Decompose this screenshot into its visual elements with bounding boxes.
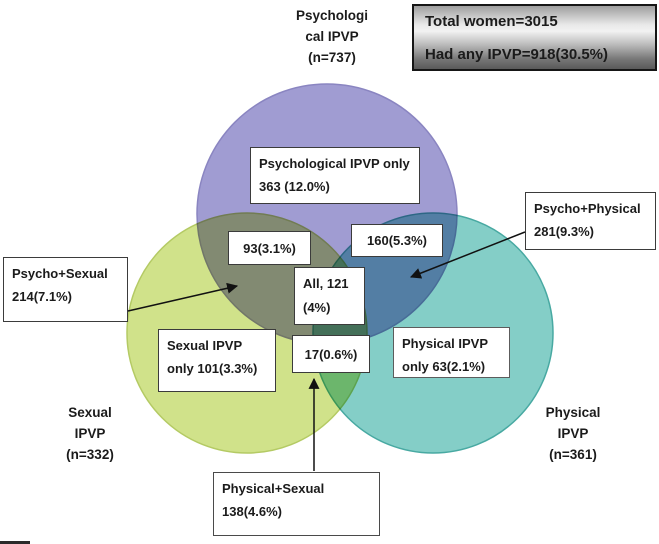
physical-sexual-callout-line1: Physical+Sexual: [222, 481, 325, 496]
sexual-physical-value-box: 17(0.6%): [292, 335, 370, 373]
psychological-set-label-line1: Psychologi: [295, 8, 368, 23]
psych-physical-value: 160(5.3%): [367, 233, 427, 248]
sexual-only-box: Sexual IPVP only 101(3.3%): [158, 329, 276, 392]
physical-set-label-line3: (n=361): [549, 447, 597, 462]
psycho-physical-callout-line1: Psycho+Physical: [534, 201, 641, 216]
summary-total-women: Total women=3015: [425, 13, 558, 30]
sexual-set-label-line1: Sexual: [68, 405, 112, 420]
psychological-set-label-line2: cal IPVP: [305, 29, 359, 44]
psycho-sexual-callout-box: Psycho+Sexual 214(7.1%): [3, 257, 128, 322]
psychological-set-label: Psychologi cal IPVP (n=737): [268, 5, 396, 68]
psychological-only-line1: Psychological IPVP only: [259, 156, 410, 171]
physical-only-box: Physical IPVP only 63(2.1%): [393, 327, 510, 378]
physical-sexual-callout-line2: 138(4.6%): [222, 504, 282, 519]
physical-sexual-callout-box: Physical+Sexual 138(4.6%): [213, 472, 380, 536]
bottom-edge-artifact: [0, 541, 30, 544]
all-three-line1: All, 121: [303, 276, 349, 291]
all-three-box: All, 121 (4%): [294, 267, 365, 325]
physical-set-label-line2: IPVP: [557, 426, 589, 441]
sexual-only-line2: only 101(3.3%): [167, 361, 258, 376]
psycho-physical-callout-box: Psycho+Physical 281(9.3%): [525, 192, 656, 250]
psycho-physical-callout-line2: 281(9.3%): [534, 224, 594, 239]
sexual-set-label: Sexual IPVP (n=332): [35, 402, 145, 465]
sexual-physical-value: 17(0.6%): [304, 346, 358, 362]
psychological-set-label-line3: (n=737): [308, 50, 356, 65]
psych-sexual-value-box: 93(3.1%): [228, 231, 311, 265]
psychological-only-box: Psychological IPVP only 363 (12.0%): [250, 147, 420, 204]
physical-set-label-line1: Physical: [545, 405, 601, 420]
physical-set-label: Physical IPVP (n=361): [518, 402, 628, 465]
psycho-sexual-callout-line1: Psycho+Sexual: [12, 266, 108, 281]
psycho-sexual-callout-line2: 214(7.1%): [12, 289, 72, 304]
physical-only-line2: only 63(2.1%): [402, 359, 486, 374]
psych-physical-value-box: 160(5.3%): [351, 224, 443, 257]
all-three-line2: (4%): [303, 300, 331, 315]
summary-box: Total women=3015 Had any IPVP=918(30.5%): [412, 4, 657, 71]
sexual-only-line1: Sexual IPVP: [167, 338, 243, 353]
sexual-set-label-line3: (n=332): [66, 447, 114, 462]
psych-sexual-value: 93(3.1%): [243, 240, 296, 256]
sexual-set-label-line2: IPVP: [74, 426, 106, 441]
summary-had-any-ipvp: Had any IPVP=918(30.5%): [425, 46, 609, 63]
psychological-only-line2: 363 (12.0%): [259, 179, 330, 194]
physical-only-line1: Physical IPVP: [402, 336, 488, 351]
